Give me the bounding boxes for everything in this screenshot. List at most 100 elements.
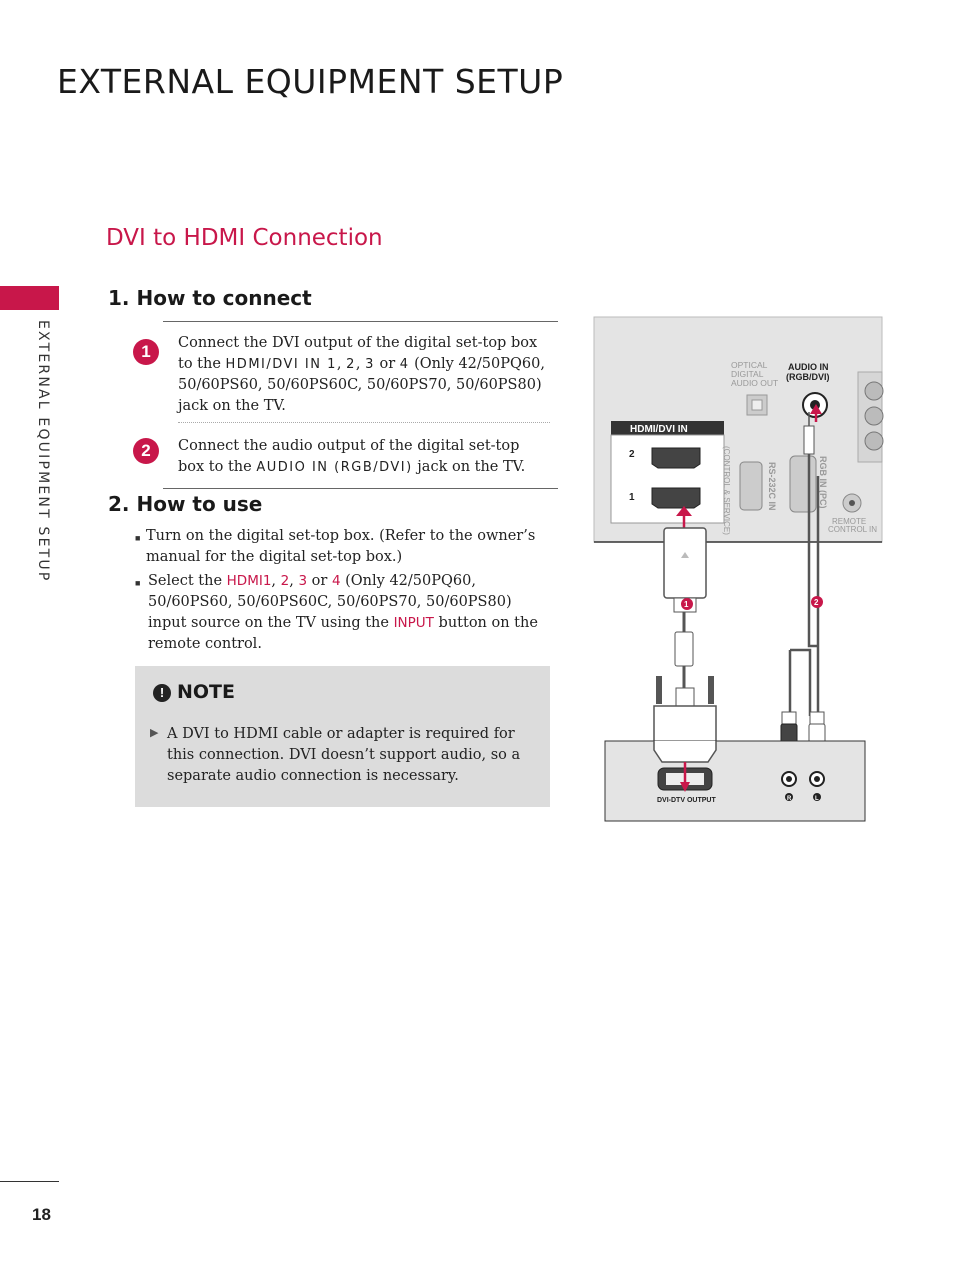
port-1-label: 1: [629, 492, 635, 503]
side-jack: [864, 406, 884, 426]
side-jack: [864, 381, 884, 401]
page-title: EXTERNAL EQUIPMENT SETUP: [57, 62, 564, 101]
bullet-1: Turn on the digital set-top box. (Refer …: [146, 528, 536, 565]
sep: ,: [289, 573, 299, 589]
optical-port-inner: [751, 399, 763, 411]
step-2-pre: the: [227, 459, 257, 475]
sep: ,: [271, 573, 281, 589]
side-label-text: EXTERNAL EQUIPMENT SETUP: [35, 320, 51, 583]
how-to-use-heading: 2. How to use: [108, 492, 263, 516]
hdmi-label-bar: [611, 421, 724, 435]
remote-jack-center: [849, 500, 855, 506]
kw-3: 3: [365, 357, 375, 372]
hdmi-plug-mark: [681, 552, 689, 558]
section-title: DVI to HDMI Connection: [106, 225, 383, 251]
rca-plug-white-top: [809, 711, 825, 725]
kw-hdmi-dvi: HDMI/DVI IN 1: [225, 357, 337, 372]
optical-label: OPTICAL: [731, 360, 768, 370]
l-badge: [813, 793, 821, 801]
hdmi-port-2: [651, 447, 701, 469]
or: or: [307, 573, 332, 589]
remote-label: REMOTE: [832, 517, 866, 526]
step-1-text: Connect the DVI output of the digital se…: [178, 333, 546, 417]
note-box: [135, 666, 550, 807]
note-title: NOTE: [177, 681, 235, 703]
footer-rule: [0, 1181, 59, 1182]
kw-audio-in: AUDIO IN (RGB/DVI): [256, 460, 413, 475]
how-to-connect-heading: 1. How to connect: [108, 286, 312, 310]
remote-label: CONTROL IN: [828, 525, 877, 534]
bullet-2-rest: button on the remote control.: [148, 615, 538, 652]
marker-1-badge: [681, 598, 693, 610]
audio-cable: [807, 476, 818, 648]
optical-label: DIGITAL: [731, 369, 764, 379]
rca-plug-red-top: [781, 711, 797, 725]
step-2-text: Connect the audio output of the digital …: [178, 436, 546, 478]
arrow-icon: ▶: [150, 727, 159, 739]
rgb-in-label: RGB IN (PC): [818, 456, 828, 509]
sep: ,: [355, 356, 366, 372]
audio-cable-red: [790, 648, 812, 716]
rs232-label: RS-232C IN: [767, 462, 777, 511]
side-jack: [864, 431, 884, 451]
control-service-label: (CONTROL & SERVICE): [722, 446, 731, 535]
bullet-2-mid: (Only 42/50PQ60, 50/60PS60, 50/60PS60C, …: [148, 573, 512, 631]
marker-2-text: 2: [814, 598, 819, 607]
side-tab: [0, 286, 59, 310]
kw-2: 2: [346, 357, 356, 372]
rgb-port: [789, 455, 817, 513]
marker-2-badge: [811, 596, 823, 608]
audio-out-jack-r-center: [786, 776, 792, 782]
bullet-2: Select the HDMI1, 2, 3 or 4 (Only 42/50P…: [148, 571, 546, 655]
page-number: 18: [32, 1205, 51, 1224]
audio-plug: [803, 425, 815, 455]
step-1-rest: (Only 42/50PQ60, 50/60PS60, 50/60PS60C, …: [178, 356, 545, 414]
kw-2: 2: [280, 573, 290, 589]
hdmi-port-1: [651, 487, 701, 509]
rs232-port: [739, 461, 763, 511]
hdmi-label: HDMI/DVI IN: [630, 424, 688, 435]
side-label: EXTERNAL EQUIPMENT SETUP: [35, 320, 55, 583]
arrow-up-icon: [810, 404, 822, 414]
kw-input: INPUT: [393, 615, 434, 631]
note-text: A DVI to HDMI cable or adapter is requir…: [167, 726, 521, 784]
kw-4: 4: [399, 357, 410, 372]
divider: [163, 488, 558, 489]
hdmi-plug: [663, 527, 707, 599]
r-badge: [785, 793, 793, 801]
l-label: L: [815, 796, 819, 802]
sep: ,: [336, 356, 347, 372]
step-1-badge: 1: [133, 339, 159, 365]
marker-1-text: 1: [684, 600, 689, 609]
dvi-screw: [656, 676, 662, 704]
bullet-marker: ■: [135, 533, 141, 543]
dvi-boot: [675, 687, 695, 707]
kw-4: 4: [331, 573, 341, 589]
step-1-line1: Connect the DVI output of the digital se…: [178, 335, 538, 372]
audio-in-label: (RGB/DVI): [786, 372, 830, 382]
step-2-badge: 2: [133, 438, 159, 464]
r-label: R: [787, 796, 792, 802]
step-2-line1: Connect the audio output of the digital …: [178, 438, 520, 475]
or: or: [374, 356, 400, 372]
dotted-divider: [178, 422, 550, 423]
cable-ferrite: [674, 631, 694, 667]
dvi-plug-bottom: [653, 741, 717, 763]
audio-in-label: AUDIO IN: [788, 362, 829, 372]
port-2-label: 2: [629, 449, 635, 460]
audio-out-jack-l-center: [814, 776, 820, 782]
warning-icon: !: [153, 684, 171, 702]
connection-diagram: OPTICAL DIGITAL AUDIO OUT AUDIO IN (RGB/…: [593, 316, 884, 822]
kw-3: 3: [298, 573, 308, 589]
arrow-down-icon: [680, 782, 690, 792]
step-2-rest: jack on the TV.: [412, 459, 526, 475]
arrow-up-icon: [676, 506, 692, 516]
dvi-output-label: DVI-DTV OUTPUT: [657, 797, 716, 804]
dvi-screw: [708, 676, 714, 704]
bullet-marker: ■: [135, 578, 141, 588]
kw-hdmi1: HDMI1: [226, 573, 272, 589]
set-top-box: [604, 740, 866, 822]
bullet-2-pre: Select the: [148, 573, 227, 589]
optical-label: AUDIO OUT: [731, 378, 778, 388]
divider: [163, 321, 558, 322]
